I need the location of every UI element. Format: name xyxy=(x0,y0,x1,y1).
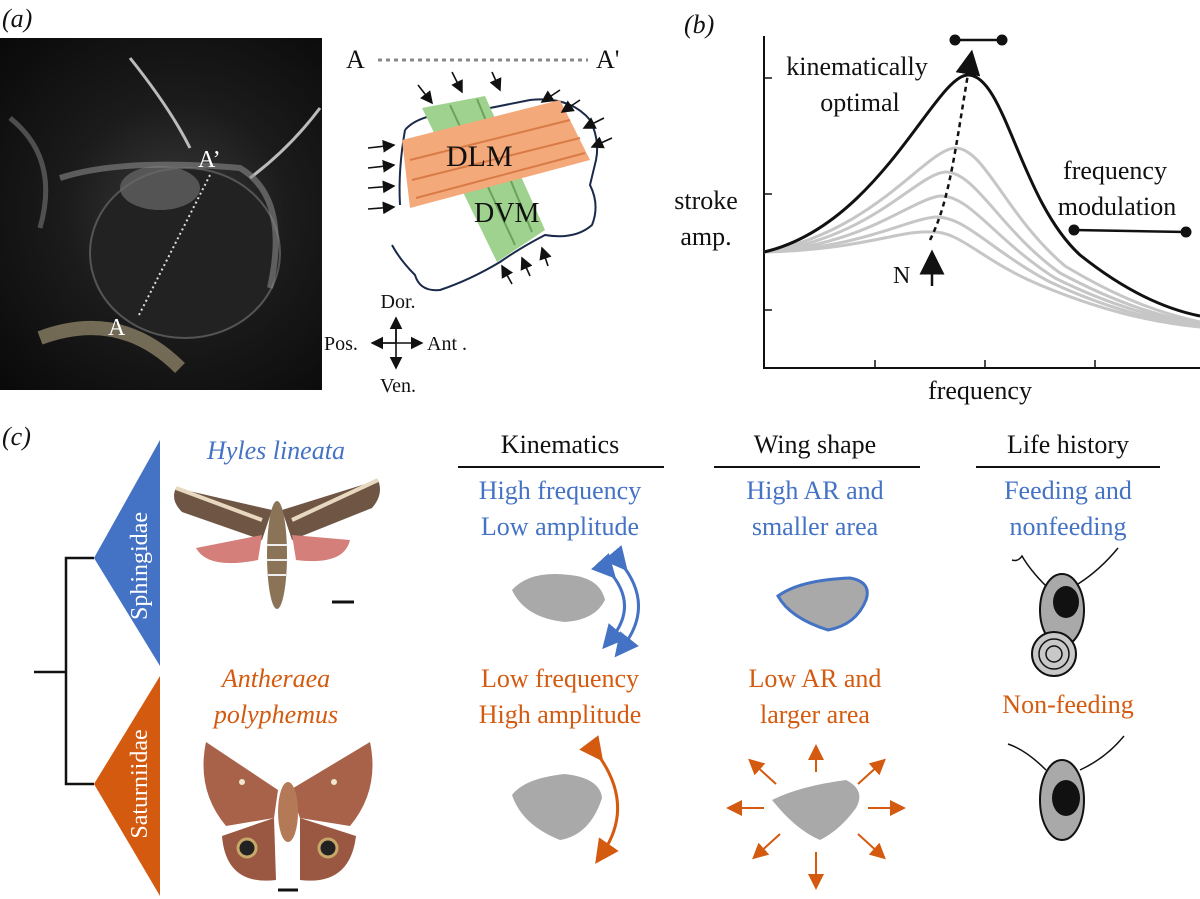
header-life-history-rule xyxy=(976,466,1160,468)
hawkmoth-image xyxy=(174,478,380,609)
section-label-a-prime: A' xyxy=(596,45,620,74)
moth-thorax-photo xyxy=(0,38,322,390)
x-axis-label: frequency xyxy=(928,376,1032,405)
header-kinematics: Kinematics xyxy=(500,430,620,459)
resonance-plot xyxy=(763,34,1200,369)
header-life-history: Life history xyxy=(1006,430,1130,459)
photo-label-a-prime: A’ xyxy=(198,147,221,173)
n-label: N xyxy=(893,263,911,289)
y-axis-label-2: amp. xyxy=(680,222,732,251)
sat-life-1: Non-feeding xyxy=(1002,690,1134,719)
polyphemus-moth-image xyxy=(203,742,373,892)
sph-wing-2: smaller area xyxy=(751,512,879,541)
sph-kin-1: High frequency xyxy=(478,476,642,505)
panel-a-label: (a) xyxy=(2,4,33,33)
muscle-cross-section xyxy=(367,58,613,370)
sat-wing-2: larger area xyxy=(760,700,870,729)
species-antheraea-1: Antheraea xyxy=(221,664,331,693)
optimal-label-2: optimal xyxy=(820,88,900,117)
header-wing-shape: Wing shape xyxy=(753,430,877,459)
freq-mod-label-2: modulation xyxy=(1057,192,1177,221)
nonfeeding-moth-head-icon xyxy=(1007,735,1125,841)
optimal-label-1: kinematically xyxy=(786,52,928,81)
compass-dorsal: Dor. xyxy=(380,291,416,313)
y-axis-label-1: stroke xyxy=(674,186,738,215)
compass-anterior: Ant . xyxy=(427,333,467,355)
header-kinematics-rule xyxy=(458,466,664,468)
sph-wing-1: High AR and xyxy=(746,476,884,505)
species-antheraea-2: polyphemus xyxy=(213,700,339,729)
sph-life-2: nonfeeding xyxy=(1009,512,1127,541)
photo-drawing xyxy=(8,57,322,374)
section-label-a: A xyxy=(346,45,365,74)
compass-posterior: Pos. xyxy=(324,333,358,355)
freq-mod-label-1: frequency xyxy=(1063,156,1167,185)
panel-b-label: (b) xyxy=(684,10,715,39)
sph-life-1: Feeding and xyxy=(1004,476,1132,505)
header-wing-shape-rule xyxy=(714,466,920,468)
feeding-moth-head-icon xyxy=(1011,547,1119,677)
sat-kin-2: High amplitude xyxy=(478,700,642,729)
dlm-label: DLM xyxy=(446,140,513,173)
dvm-label: DVM xyxy=(474,198,540,229)
photo-label-a: A xyxy=(108,315,126,341)
sph-kin-2: Low amplitude xyxy=(480,512,640,541)
sat-kin-1: Low frequency xyxy=(480,664,640,693)
panel-c-label: (c) xyxy=(2,422,31,451)
compass-ventral: Ven. xyxy=(379,375,417,397)
species-hyles: Hyles lineata xyxy=(207,436,345,465)
sat-wing-1: Low AR and xyxy=(748,664,882,693)
